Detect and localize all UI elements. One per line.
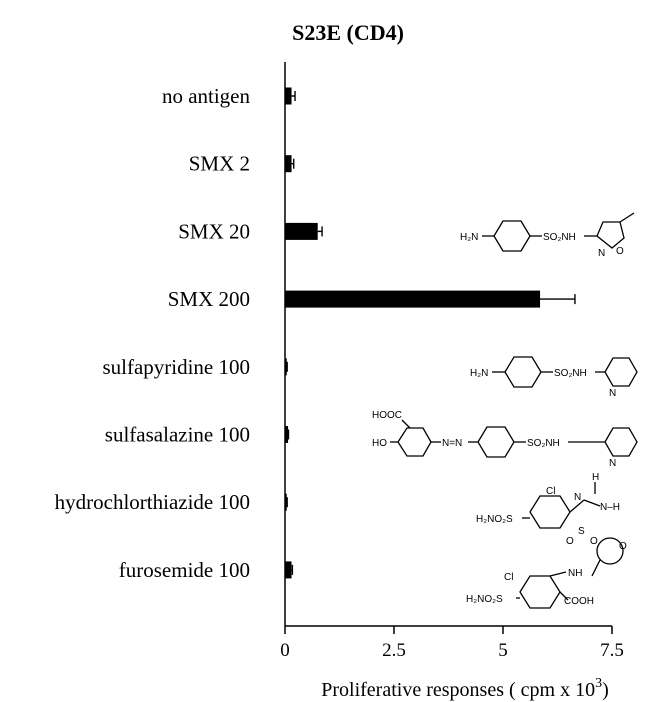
hct-sulfamoyl: H₂NO₂S — [476, 514, 513, 525]
x-axis-ticks: 0 2.5 5 7.5 — [280, 626, 624, 661]
category-label: sulfasalazine 100 — [105, 423, 250, 447]
bars — [285, 87, 541, 579]
furosemide-structure: O NH Cl COOH H₂NO₂S — [466, 537, 627, 609]
furosemide-o: O — [619, 541, 627, 552]
chart-title: S23E (CD4) — [292, 20, 404, 45]
furosemide-nh: NH — [568, 568, 582, 579]
error-bar — [540, 294, 576, 305]
bar — [285, 426, 289, 443]
x-axis-label-sup: 3 — [595, 676, 602, 691]
x-tick-label: 0 — [280, 640, 290, 661]
sulfapyridine-sulfonamide: SO₂NH — [554, 368, 587, 379]
category-label: sulfapyridine 100 — [102, 355, 250, 379]
x-tick-label: 5 — [498, 640, 508, 661]
furosemide-cl: Cl — [504, 572, 513, 583]
error-bar — [291, 158, 295, 169]
sulfasalazine-n: N — [609, 458, 616, 469]
x-axis-label-close: ) — [602, 679, 609, 701]
hct-n1: N — [574, 492, 581, 503]
sulfasalazine-oh: HO — [372, 438, 387, 449]
furosemide-sulfamoyl: H₂NO₂S — [466, 594, 503, 605]
x-tick-label: 2.5 — [382, 640, 406, 661]
bar — [285, 561, 292, 579]
smx-amine: H₂N — [460, 232, 478, 243]
bar — [285, 222, 318, 240]
smx-sulfonamide: SO₂NH — [543, 232, 576, 243]
error-bar — [291, 564, 294, 575]
bar — [285, 493, 287, 511]
bar — [285, 358, 287, 376]
hydrochlorthiazide-structure: Cl H N N–H S O O H₂NO₂S — [476, 472, 620, 547]
hct-nh: N–H — [600, 502, 620, 513]
smx-isoxazole-o: O — [616, 246, 624, 257]
hct-o1: O — [566, 536, 574, 547]
category-label: SMX 2 — [189, 152, 250, 176]
hct-o2: O — [590, 536, 598, 547]
sulfasalazine-structure: HOOC HO N=N SO₂NH N — [372, 410, 638, 469]
sulfapyridine-n: N — [609, 388, 616, 399]
furosemide-cooh: COOH — [564, 596, 594, 607]
smx-structure: H₂N SO₂NH N O — [460, 212, 635, 259]
category-label: no antigen — [162, 84, 251, 108]
smx-isoxazole-n: N — [598, 248, 605, 259]
sulfapyridine-amine: H₂N — [470, 368, 488, 379]
hct-h: H — [592, 472, 599, 483]
hct-cl: Cl — [546, 486, 555, 497]
x-tick-label: 7.5 — [600, 640, 624, 661]
sulfasalazine-sulfonamide: SO₂NH — [527, 438, 560, 449]
sulfasalazine-azo: N=N — [442, 438, 462, 449]
error-bar — [291, 91, 296, 101]
sulfapyridine-structure: H₂N SO₂NH N — [470, 356, 638, 399]
category-label: hydrochlorthiazide 100 — [55, 490, 250, 514]
error-bar — [317, 226, 323, 237]
bar — [285, 87, 292, 105]
category-label: SMX 200 — [168, 287, 250, 311]
sulfasalazine-cooh: HOOC — [372, 410, 402, 421]
bar — [285, 155, 292, 173]
hct-s: S — [578, 526, 585, 537]
category-label: furosemide 100 — [119, 558, 250, 582]
x-axis-label-main: Proliferative responses ( cpm x 10 — [321, 679, 595, 701]
error-bars — [286, 91, 576, 575]
category-label: SMX 20 — [178, 219, 250, 243]
bar — [285, 290, 541, 308]
x-axis-label: Proliferative responses ( cpm x 103) — [321, 676, 609, 701]
